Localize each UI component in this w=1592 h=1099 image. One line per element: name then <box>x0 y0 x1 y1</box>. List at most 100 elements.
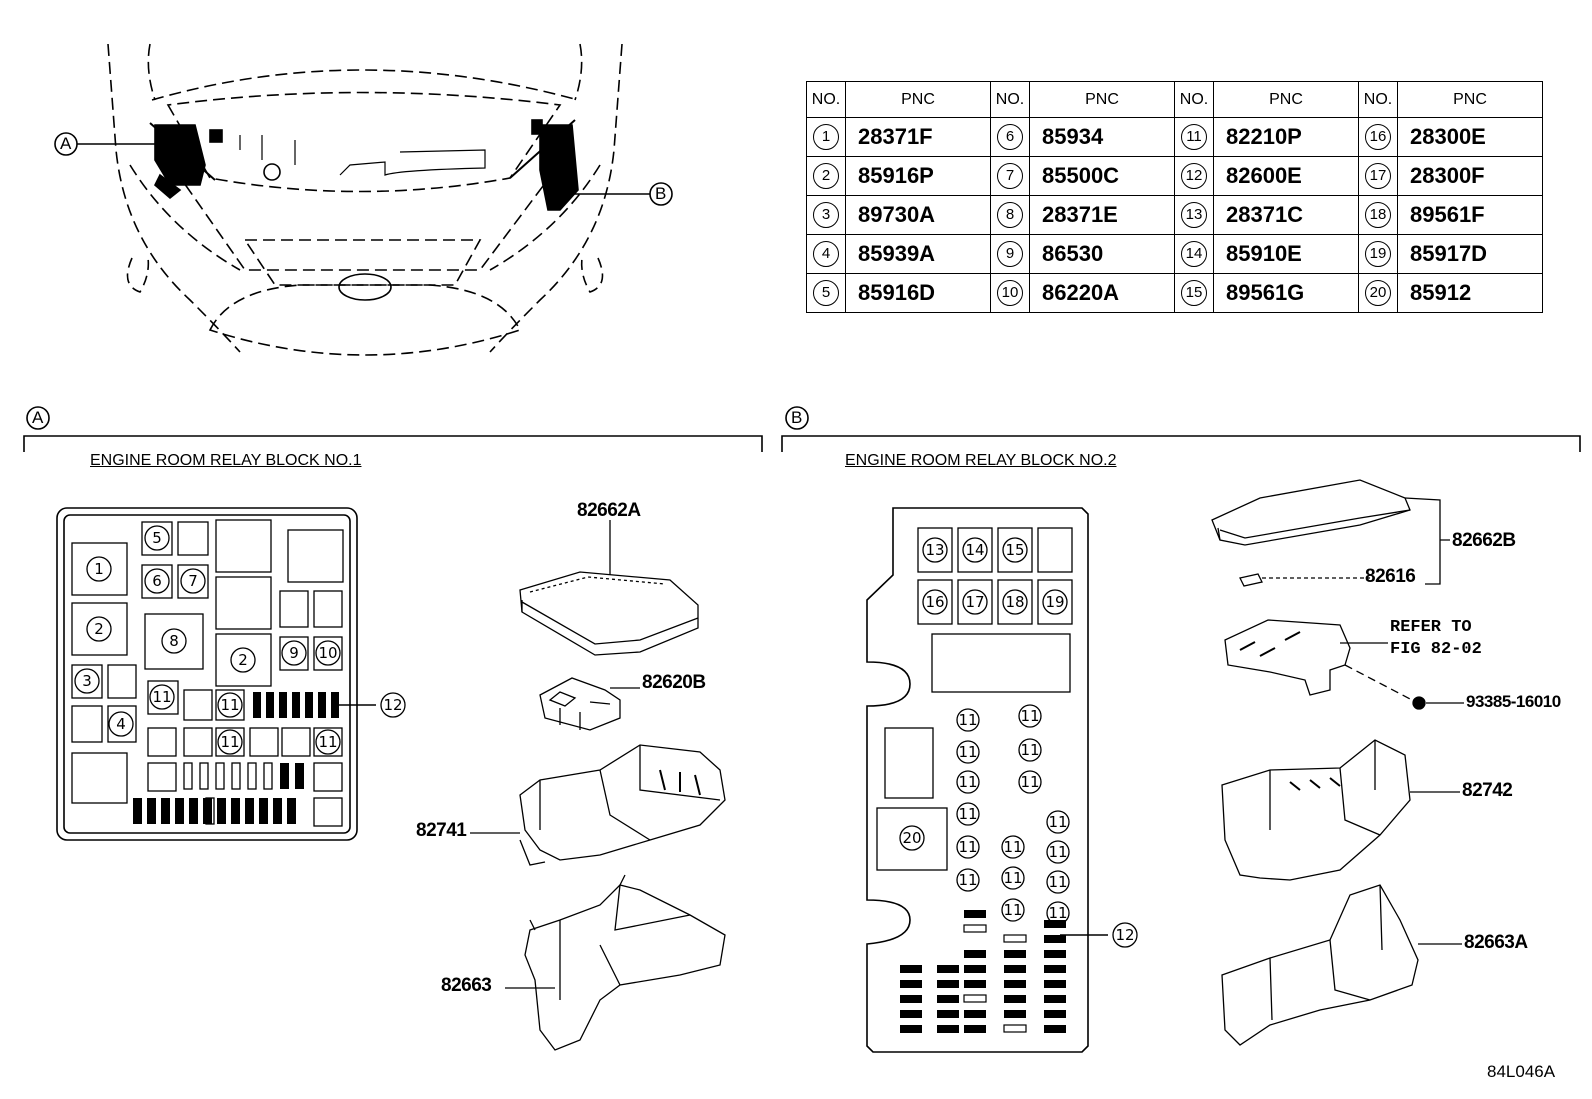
label-circle <box>956 740 980 764</box>
fuse-mark <box>1004 965 1026 973</box>
part-82663: 82663 <box>441 975 492 996</box>
fuse-mark <box>1044 920 1066 928</box>
label-circle <box>1112 922 1138 948</box>
circled-label: 6 <box>144 568 170 594</box>
fuse-mark <box>1044 1010 1066 1018</box>
circled-label: 11 <box>315 729 341 755</box>
col-pnc: PNC <box>1213 81 1359 118</box>
row-number: 9 <box>990 234 1030 274</box>
row-number: 2 <box>806 156 846 196</box>
row-number: 3 <box>806 195 846 235</box>
label-text: 12 <box>383 696 402 714</box>
label-circle <box>86 616 112 642</box>
pnc-code: 85916D <box>845 273 991 313</box>
row-number: 4 <box>806 234 846 274</box>
circled-label: 5 <box>144 525 170 551</box>
label-text: 2 <box>94 620 104 638</box>
part-93385-16010: 93385-16010 <box>1466 692 1561 711</box>
label-text: 12 <box>1115 926 1134 944</box>
label-text: 8 <box>169 632 179 650</box>
circled-label: 2 <box>230 647 256 673</box>
fuse-mark <box>964 965 986 973</box>
label-circle <box>315 729 341 755</box>
fuse-mark <box>1044 1025 1066 1033</box>
vehicle-front-view <box>54 43 673 356</box>
pnc-code: 85934 <box>1029 117 1175 157</box>
label-text: 6 <box>152 572 162 590</box>
label-text: 17 <box>965 593 984 611</box>
label-text: 11 <box>152 688 171 706</box>
row-number-circle: 18 <box>1365 202 1391 228</box>
circled-label: 11 <box>1018 770 1042 794</box>
label-text: 20 <box>902 829 921 847</box>
fuse-mark <box>900 980 922 988</box>
fuse-mark <box>273 798 282 824</box>
label-circle <box>962 589 988 615</box>
label-circle <box>144 568 170 594</box>
label-circle <box>956 770 980 794</box>
col-no: NO. <box>990 81 1030 118</box>
label-circle <box>74 668 100 694</box>
row-number-circle: 10 <box>997 280 1023 306</box>
fuse-mark <box>964 980 986 988</box>
pnc-code: 89730A <box>845 195 991 235</box>
label-circle <box>86 556 112 582</box>
label-text: 4 <box>116 715 126 733</box>
label-text: 9 <box>289 644 299 662</box>
row-number-circle: 4 <box>813 241 839 267</box>
label-text: 2 <box>238 651 248 669</box>
label-circle <box>956 708 980 732</box>
circled-label: 15 <box>1002 537 1028 563</box>
row-number: 7 <box>990 156 1030 196</box>
fuse-mark <box>259 798 268 824</box>
callout-a-label: A <box>60 134 72 153</box>
label-text: 11 <box>958 838 977 856</box>
section-b-title: ENGINE ROOM RELAY BLOCK NO.2 <box>845 452 1117 469</box>
row-number-circle: 19 <box>1365 241 1391 267</box>
col-no: NO. <box>1358 81 1398 118</box>
label-circle <box>956 835 980 859</box>
circled-label: 4 <box>108 711 134 737</box>
circled-label: 11 <box>1046 810 1070 834</box>
row-number-circle: 16 <box>1365 124 1391 150</box>
label-circle <box>962 537 988 563</box>
fuse-mark <box>245 798 254 824</box>
row-number: 13 <box>1174 195 1214 235</box>
label-text: 11 <box>958 871 977 889</box>
row-number: 15 <box>1174 273 1214 313</box>
label-text: 15 <box>1005 541 1024 559</box>
row-number-circle: 20 <box>1365 280 1391 306</box>
label-text: 11 <box>318 733 337 751</box>
label-circle <box>230 647 256 673</box>
label-text: 11 <box>1020 741 1039 759</box>
row-number-circle: 14 <box>1181 241 1207 267</box>
label-text: 11 <box>220 696 239 714</box>
label-circle <box>956 802 980 826</box>
pnc-code: 82210P <box>1213 117 1359 157</box>
parts-group-a <box>470 520 726 1051</box>
label-circle <box>315 640 341 666</box>
section-a-letter: A <box>32 408 44 427</box>
row-number: 5 <box>806 273 846 313</box>
fuse-mark <box>900 1025 922 1033</box>
label-circle <box>149 684 175 710</box>
circled-label: 12 <box>1112 922 1138 948</box>
circled-label: 11 <box>149 684 175 710</box>
pnc-code: 28371F <box>845 117 991 157</box>
label-text: 14 <box>965 541 984 559</box>
label-circle <box>380 692 406 718</box>
row-number: 10 <box>990 273 1030 313</box>
pnc-code: 28371E <box>1029 195 1175 235</box>
label-circle <box>1001 866 1025 890</box>
label-text: 11 <box>1048 843 1067 861</box>
pnc-code: 85500C <box>1029 156 1175 196</box>
label-circle <box>1046 810 1070 834</box>
label-circle <box>1002 589 1028 615</box>
fuse-mark <box>147 798 156 824</box>
label-text: 11 <box>1003 901 1022 919</box>
fuse-mark <box>1044 965 1066 973</box>
label-text: 11 <box>1003 869 1022 887</box>
